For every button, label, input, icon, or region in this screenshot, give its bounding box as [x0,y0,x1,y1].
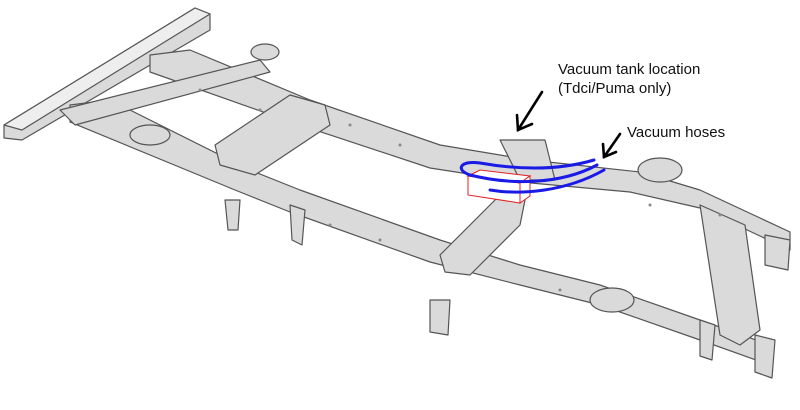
front-mount [250,43,280,61]
rear-mount [637,157,683,183]
bracket [224,199,241,231]
bracket [429,299,451,336]
bracket [754,334,776,379]
vacuum-tank-label: Vacuum tank location (Tdci/Puma only) [558,60,700,98]
vacuum-hoses [459,158,606,194]
bracket [289,204,306,246]
bracket [764,234,791,271]
arrow-icon [601,132,622,159]
vacuum-tank-label-line1: Vacuum tank location [558,61,701,78]
front-mount [129,124,171,146]
front-crossbeam [59,59,271,126]
bracket [699,319,716,361]
front-bumper-top [3,7,211,131]
rear-crossmember [699,204,761,346]
front-crossmember [214,94,331,176]
rear-mount [589,287,635,313]
arrow-icon [515,90,544,132]
vacuum-tank-outline [466,169,532,204]
vacuum-hoses-label: Vacuum hoses [627,124,726,141]
vacuum-tank-label-line2: (Tdci/Puma only) [558,80,672,97]
